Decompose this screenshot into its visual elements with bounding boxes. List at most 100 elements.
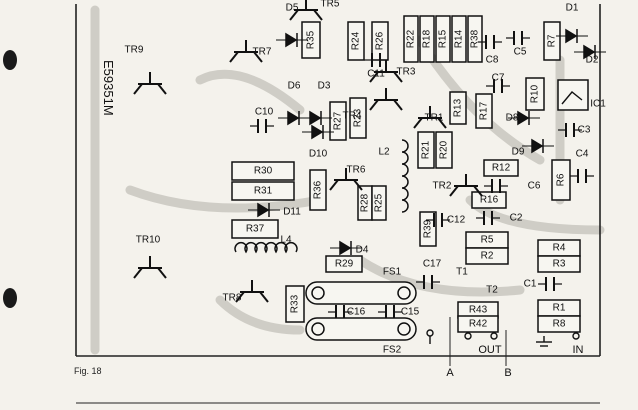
- resistor-label-r16: R16: [480, 195, 499, 206]
- board-mirror-text: E59351M: [101, 60, 116, 116]
- capacitor-c15: [378, 305, 402, 319]
- transistor-tr1: [413, 106, 447, 129]
- fuse-label-fs2: FS2: [383, 345, 402, 356]
- transistor-tr2: [449, 174, 483, 197]
- terminal-label-out: OUT: [478, 344, 502, 356]
- resistor-label-r4: R4: [553, 243, 566, 254]
- diode-label-d2: D2: [586, 55, 599, 66]
- punch-hole-bottom: [3, 288, 17, 308]
- capacitor-label-c5: C5: [514, 47, 527, 58]
- resistor-label-r20: R20: [439, 140, 450, 159]
- capacitor-label-c6: C6: [528, 181, 541, 192]
- capacitor-label-c2: C2: [510, 213, 523, 224]
- diode-d5: [276, 32, 308, 48]
- transistor-label-tr10: TR10: [136, 235, 161, 246]
- resistor-r18: [419, 15, 435, 63]
- capacitor-c17: [416, 275, 440, 289]
- capacitor-c11: [364, 53, 388, 67]
- capacitor-c16: [328, 305, 352, 319]
- resistor-label-r42: R42: [469, 319, 488, 330]
- resistor-r29: [325, 255, 363, 273]
- diode-d3: [300, 110, 332, 126]
- resistor-label-r22: R22: [406, 29, 417, 48]
- fuse-fs2: [305, 317, 417, 341]
- resistor-r22: [403, 15, 419, 63]
- diode-d9: [522, 138, 554, 154]
- transistor-label-tr6: TR6: [347, 165, 366, 176]
- resistor-label-r1: R1: [553, 303, 566, 314]
- pointer-lines: [449, 317, 507, 366]
- capacitor-label-c11: C11: [367, 69, 385, 80]
- resistor-r25: [371, 185, 387, 221]
- board-frame: [75, 4, 601, 404]
- resistor-label-r15: R15: [438, 29, 449, 48]
- transistor-tr9: [133, 72, 167, 95]
- capacitor-label-c12: C12: [447, 215, 466, 226]
- resistor-r8: [537, 315, 581, 333]
- resistor-r10: [525, 77, 545, 111]
- terminal-symbols: [426, 329, 580, 347]
- diode-label-d4: D4: [356, 245, 369, 256]
- transistor-tr6: [329, 168, 363, 191]
- capacitor-c4: [570, 169, 594, 183]
- transistor-tr3: [369, 60, 403, 83]
- resistor-r24: [347, 21, 365, 61]
- resistor-r6: [551, 159, 571, 201]
- resistor-label-r39: R39: [423, 219, 434, 238]
- capacitor-label-c3: C3: [578, 125, 591, 136]
- diode-label-d9: D9: [512, 147, 525, 158]
- resistor-label-r26: R26: [375, 31, 386, 50]
- capacitor-label-c4: C4: [576, 149, 589, 160]
- resistor-r14: [451, 15, 467, 63]
- transistor-label-tr5: TR5: [321, 0, 340, 10]
- resistor-label-r21: R21: [421, 140, 432, 159]
- capacitor-c2: [476, 211, 500, 225]
- resistor-label-r27: R27: [333, 111, 344, 130]
- transistor-label-tr3: TR3: [397, 67, 416, 78]
- figure-caption: Fig. 18: [74, 366, 102, 376]
- resistor-label-r43: R43: [469, 305, 488, 316]
- resistor-label-r3: R3: [553, 259, 566, 270]
- resistor-label-r2: R2: [481, 251, 494, 262]
- resistor-label-r28: R28: [360, 193, 371, 212]
- diode-label-d10: D10: [309, 149, 328, 160]
- diode-label-d1: D1: [566, 3, 579, 14]
- capacitor-c8: [478, 35, 502, 49]
- resistor-r7: [543, 21, 561, 61]
- diode-label-d6: D6: [288, 81, 301, 92]
- transistor-label-tr9: TR9: [125, 45, 144, 56]
- transistor-label-tr7: TR7: [253, 47, 272, 58]
- resistor-label-r13: R13: [453, 98, 464, 117]
- capacitor-label-c16: C16: [347, 307, 366, 318]
- diode-label-d8: D8: [506, 113, 519, 124]
- resistor-label-r5: R5: [481, 235, 494, 246]
- pointer-label-b: B: [504, 367, 511, 379]
- resistor-label-r24: R24: [351, 31, 362, 50]
- capacitor-label-c8: C8: [486, 55, 499, 66]
- capacitor-c6: [484, 179, 508, 193]
- resistor-label-r37: R37: [246, 224, 265, 235]
- resistor-label-r38: R38: [470, 29, 481, 48]
- resistor-label-r7: R7: [547, 34, 558, 47]
- resistor-r21: [417, 131, 435, 169]
- ic1-symbol: [561, 91, 583, 105]
- fuse-fs1: [305, 281, 417, 305]
- capacitor-label-c7: C7: [492, 73, 505, 84]
- resistor-label-r36: R36: [313, 180, 324, 199]
- resistor-label-r14: R14: [454, 29, 465, 48]
- resistor-r42: [457, 315, 499, 333]
- resistor-label-r6: R6: [556, 173, 567, 186]
- resistor-r13: [449, 91, 467, 125]
- coil-l4: [234, 242, 298, 254]
- transistor-label-tr1: TR1: [425, 113, 444, 124]
- coil-label-l4: L4: [280, 235, 292, 246]
- capacitor-c5: [506, 31, 530, 45]
- label-t2: T2: [486, 285, 498, 296]
- transistor-tr4: [369, 88, 403, 111]
- diode-label-d11: D11: [283, 207, 301, 218]
- resistor-r15: [435, 15, 451, 63]
- resistor-r20: [435, 131, 453, 169]
- ic-label-ic1: IC1: [590, 99, 606, 110]
- resistor-label-r29: R29: [335, 259, 354, 270]
